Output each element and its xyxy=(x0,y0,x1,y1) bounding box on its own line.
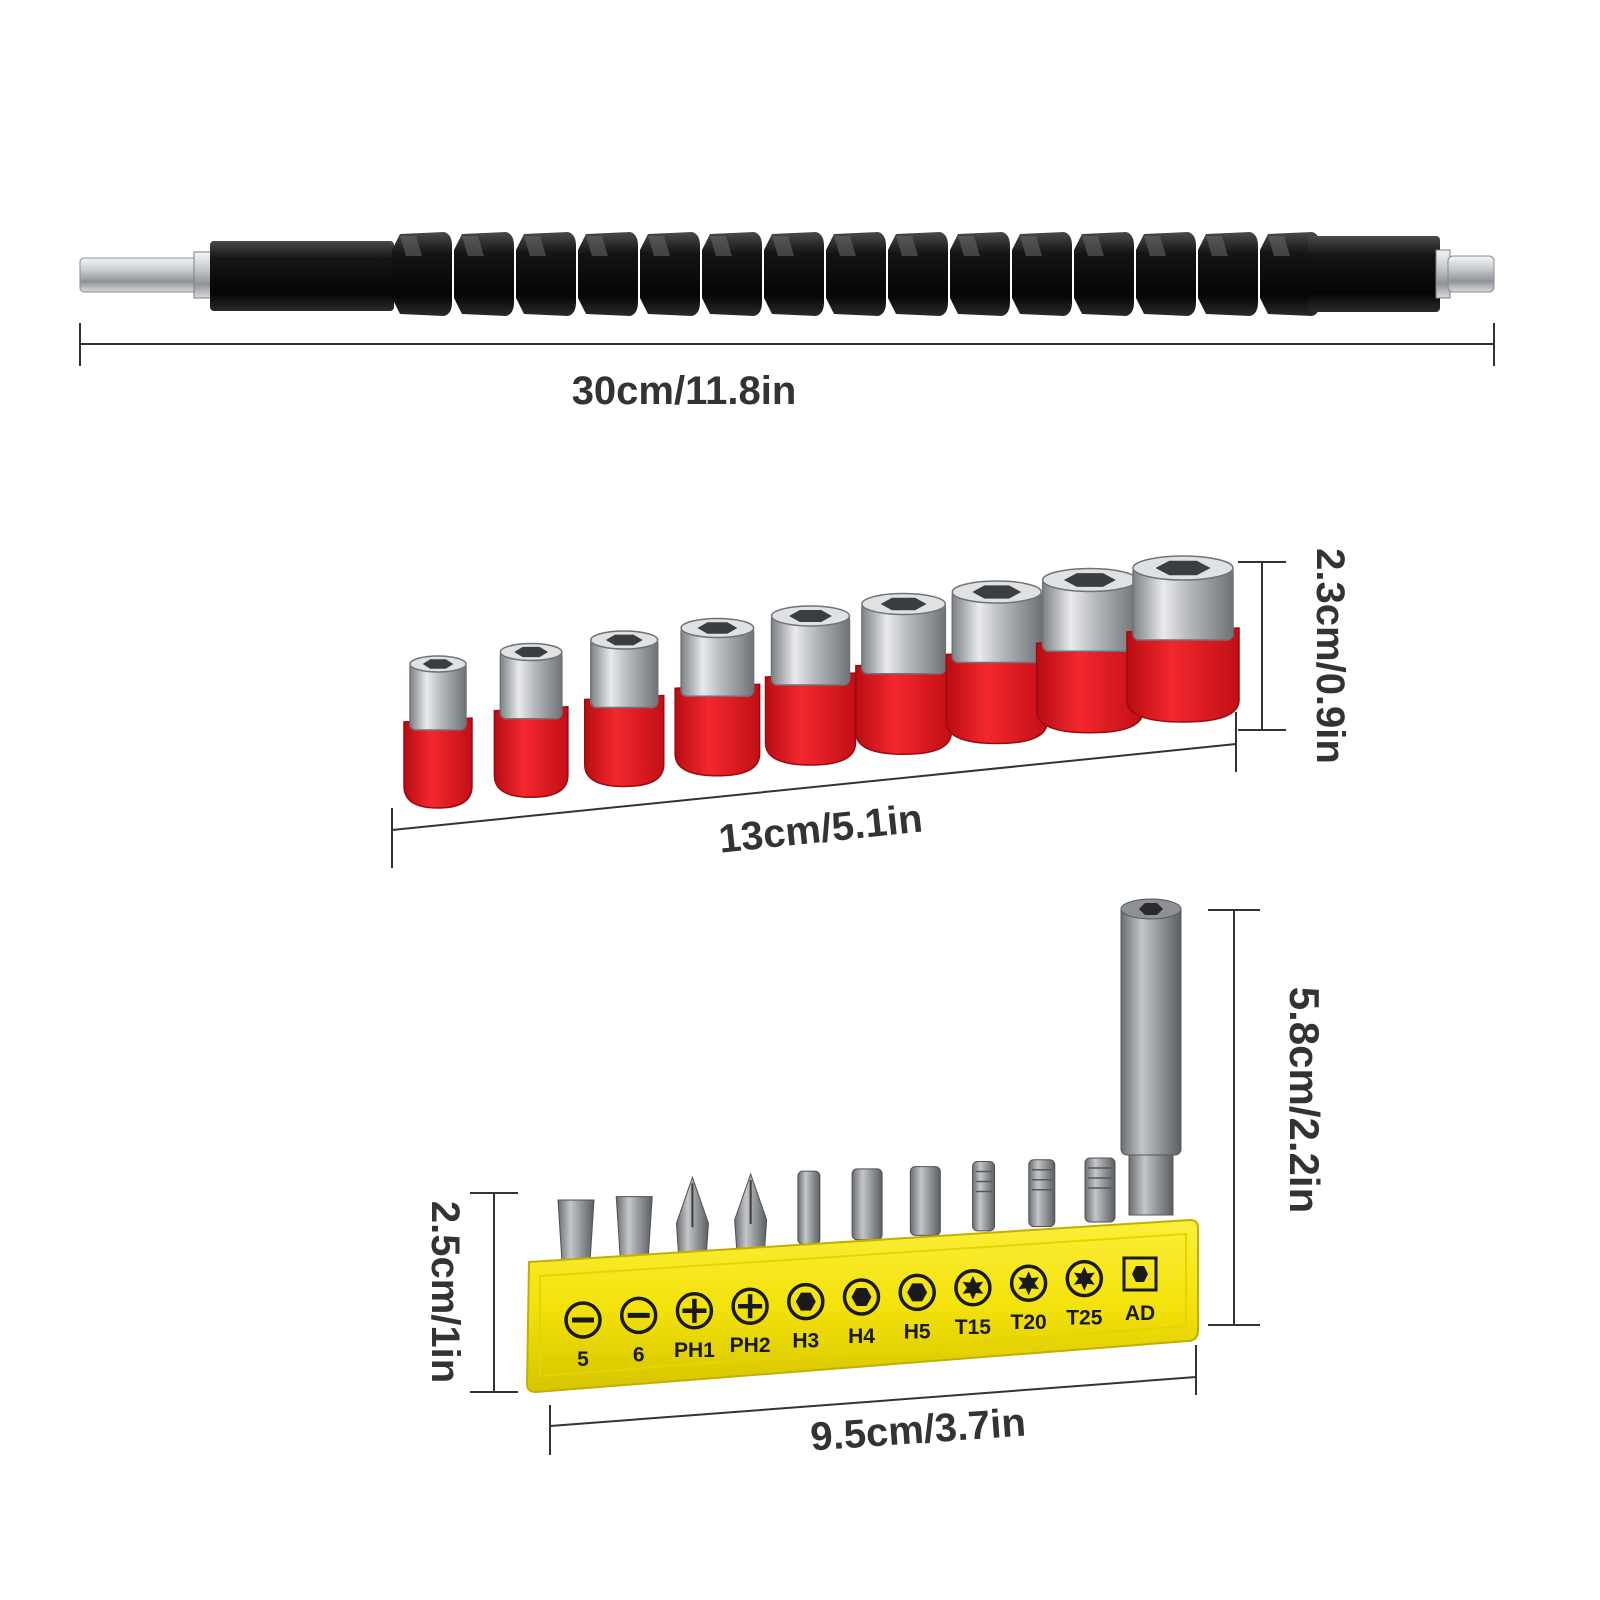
bit-label: 5 xyxy=(577,1348,589,1371)
bit-label: 6 xyxy=(633,1343,645,1366)
bit-set: 5 6 PH1 PH2 H3 H4 H5 T15 T20 T25 AD xyxy=(525,898,1199,1394)
slotted-icon xyxy=(564,1301,602,1339)
bit-label: AD xyxy=(1125,1302,1155,1325)
bit-label: T20 xyxy=(1011,1311,1047,1334)
bit-label: PH2 xyxy=(730,1334,771,1357)
phillips-icon xyxy=(675,1292,714,1330)
socket xyxy=(1035,567,1144,734)
adapter-icon xyxy=(1122,1256,1158,1292)
screwdriver-bit xyxy=(851,1168,883,1241)
torx-icon xyxy=(954,1269,992,1307)
shaft-length-dimension: 30cm/11.8in xyxy=(79,323,1495,413)
screwdriver-bit xyxy=(615,1196,653,1259)
shaft-segment xyxy=(392,232,452,316)
socket xyxy=(674,617,761,777)
flexible-shaft xyxy=(79,232,1495,316)
shaft-segment xyxy=(1260,232,1320,316)
bits xyxy=(557,1157,1116,1263)
socket xyxy=(1126,555,1240,723)
screwdriver-bit xyxy=(972,1161,996,1232)
shaft-segment xyxy=(1074,232,1134,316)
shaft-segment xyxy=(578,232,638,316)
bit-label: H3 xyxy=(792,1330,819,1353)
screwdriver-bit xyxy=(909,1166,941,1236)
socket xyxy=(945,580,1048,745)
hex-icon xyxy=(898,1273,936,1312)
sockets-length-label: 13cm/5.1in xyxy=(717,796,925,861)
torx-icon xyxy=(1009,1264,1048,1302)
shaft-segment xyxy=(1012,232,1072,316)
socket xyxy=(855,592,953,756)
bits-height-dimension: 2.5cm/1in xyxy=(423,1192,518,1393)
socket xyxy=(764,605,857,766)
shaft-segment xyxy=(888,232,948,316)
screwdriver-bit xyxy=(557,1199,595,1263)
extension-height-label: 5.8cm/2.2in xyxy=(1281,987,1328,1213)
bit-labels: 5 6 PH1 PH2 H3 H4 H5 T15 T20 T25 AD xyxy=(577,1302,1155,1371)
socket xyxy=(493,642,569,799)
bit-label: H4 xyxy=(848,1325,875,1348)
shaft-left-sleeve xyxy=(210,241,394,311)
shaft-segment xyxy=(702,232,762,316)
torx-icon xyxy=(1065,1259,1104,1298)
shaft-segment xyxy=(1198,232,1258,316)
screwdriver-bit xyxy=(734,1172,768,1250)
shaft-left-tip xyxy=(79,257,205,293)
sockets-height-label: 2.3cm/0.9in xyxy=(1308,548,1352,764)
shaft-right-tip xyxy=(1447,255,1495,293)
screwdriver-bit xyxy=(797,1170,821,1245)
socket xyxy=(584,630,665,788)
sockets-height-dimension: 2.3cm/0.9in xyxy=(1238,548,1352,764)
bits-height-label: 2.5cm/1in xyxy=(423,1201,467,1383)
screwdriver-bit xyxy=(675,1175,709,1254)
bit-icons xyxy=(564,1256,1158,1339)
shaft-segment xyxy=(950,232,1010,316)
extension-bit-holder xyxy=(1120,898,1182,1216)
bit-label: T25 xyxy=(1066,1307,1103,1330)
shaft-segment xyxy=(826,232,886,316)
shaft-length-label: 30cm/11.8in xyxy=(572,369,797,413)
shaft-segment xyxy=(764,232,824,316)
shaft-right-sleeve xyxy=(1308,236,1440,312)
slotted-icon xyxy=(619,1296,658,1335)
shaft-segment xyxy=(1136,232,1196,316)
shaft-segments xyxy=(392,232,1320,316)
bit-label: H5 xyxy=(904,1320,931,1343)
bits-length-label: 9.5cm/3.7in xyxy=(809,1401,1027,1460)
phillips-icon xyxy=(731,1287,769,1325)
hex-icon xyxy=(787,1282,825,1321)
socket-set xyxy=(403,555,1240,809)
socket xyxy=(403,655,473,809)
shaft-segment xyxy=(516,232,576,316)
shaft-segment xyxy=(454,232,514,316)
extension-height-dimension: 5.8cm/2.2in xyxy=(1208,909,1328,1326)
shaft-segment xyxy=(640,232,700,316)
bit-label: T15 xyxy=(955,1316,992,1339)
hex-icon xyxy=(842,1278,881,1316)
screwdriver-bit xyxy=(1028,1159,1056,1227)
screwdriver-bit xyxy=(1084,1157,1116,1223)
bit-label: PH1 xyxy=(674,1339,715,1362)
